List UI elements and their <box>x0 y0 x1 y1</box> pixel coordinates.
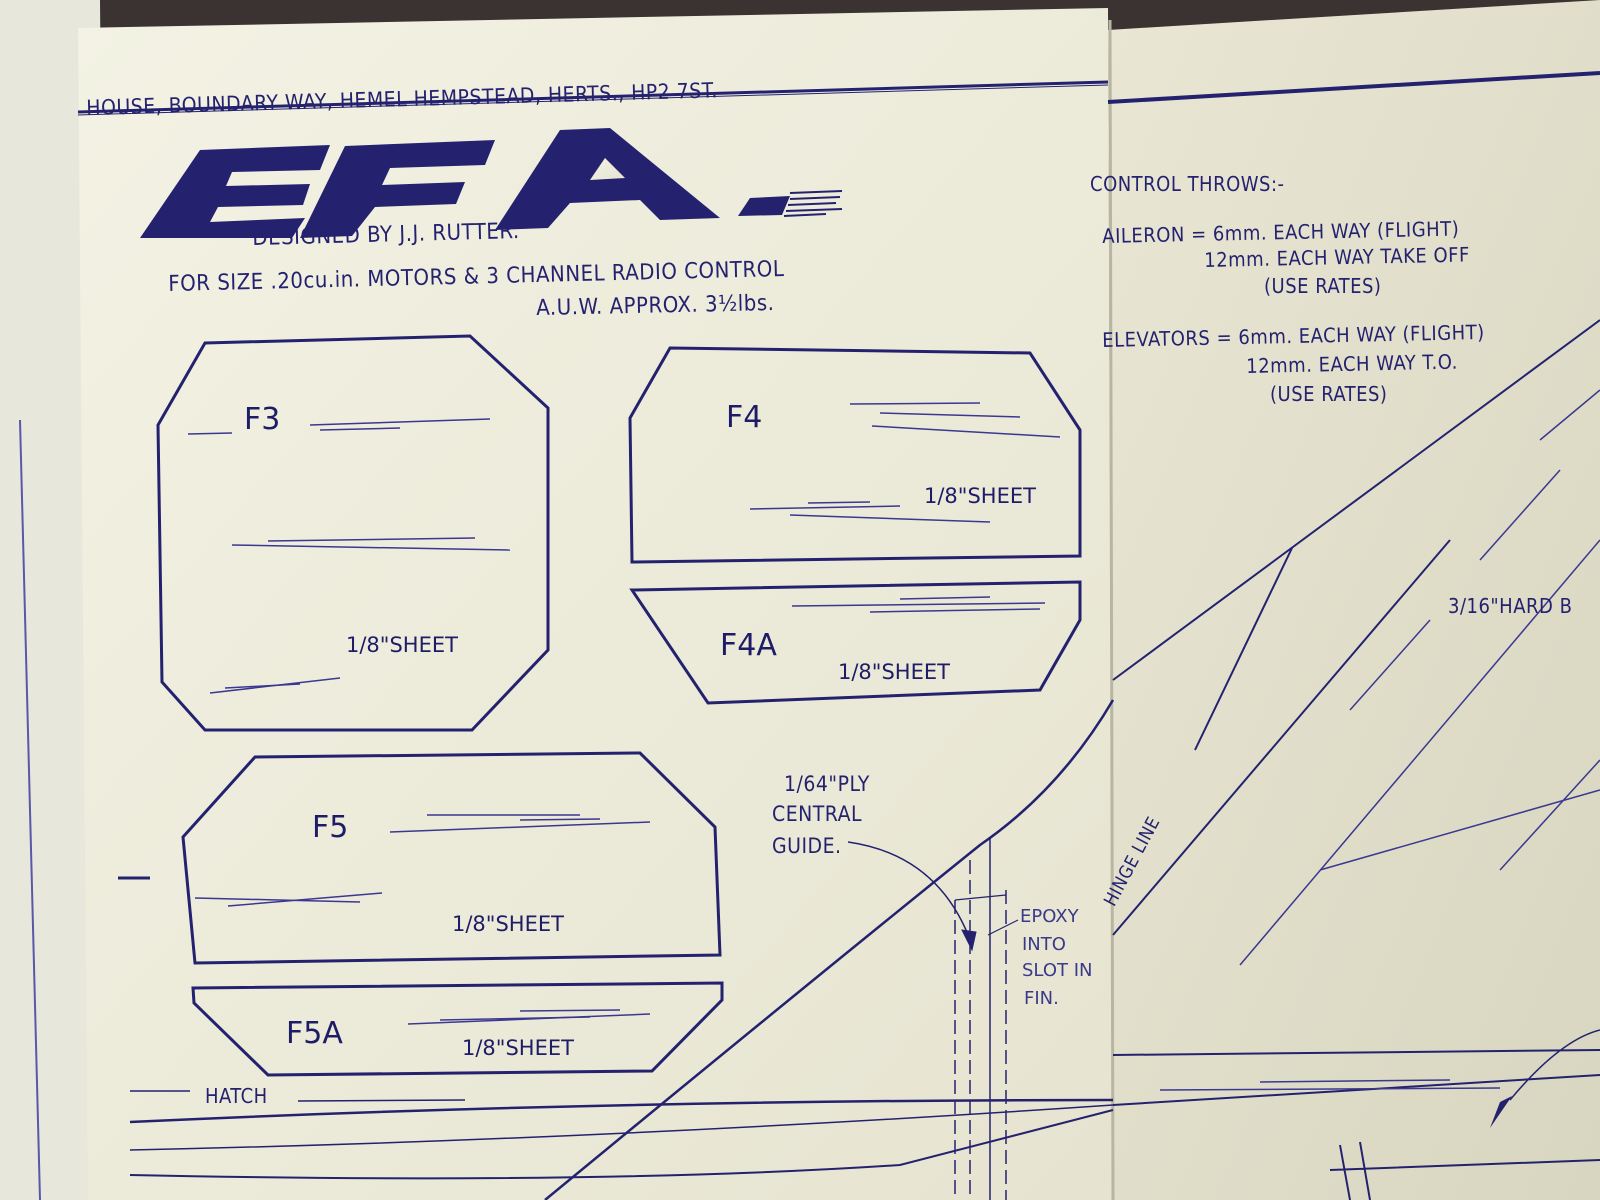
epoxy-note-3: SLOT IN <box>1022 960 1093 981</box>
epoxy-note-4: FIN. <box>1024 988 1059 1009</box>
part-F4-id: F4 <box>726 400 763 435</box>
elevator-line-3: (USE RATES) <box>1270 382 1388 406</box>
part-F3-id: F3 <box>244 402 281 437</box>
part-F5A-material: 1/8"SHEET <box>462 1036 574 1060</box>
elevator-line-2: 12mm. EACH WAY T.O. <box>1246 349 1459 378</box>
part-F4A-id: F4A <box>720 628 777 663</box>
guide-note-1: 1/64"PLY <box>784 772 870 796</box>
part-F3-material: 1/8"SHEET <box>346 633 458 657</box>
guide-note-2: CENTRAL <box>772 802 863 826</box>
part-F5-id: F5 <box>312 810 349 845</box>
control-throws-title: CONTROL THROWS:- <box>1090 172 1285 196</box>
spec-line-2: A.U.W. APPROX. 3½lbs. <box>536 291 775 321</box>
part-F4-material: 1/8"SHEET <box>924 484 1036 508</box>
epoxy-note-1: EPOXY <box>1020 906 1079 927</box>
part-F4-outline <box>628 346 1082 564</box>
part-F4A-material: 1/8"SHEET <box>838 660 950 684</box>
hatch-label: HATCH <box>205 1084 268 1108</box>
epoxy-note-2: INTO <box>1022 934 1066 955</box>
right-page <box>1108 0 1600 1200</box>
part-F5A-outline <box>191 981 724 1077</box>
part-F5-material: 1/8"SHEET <box>452 912 564 936</box>
hard-balsa-label: 3/16"HARD B <box>1448 594 1573 618</box>
part-F3-outline <box>156 334 550 732</box>
part-F4A-outline <box>629 580 1082 705</box>
guide-note-3: GUIDE. <box>772 834 842 858</box>
part-F5-outline <box>181 751 722 965</box>
part-F5A-id: F5A <box>286 1016 343 1051</box>
aileron-line-3: (USE RATES) <box>1264 274 1382 298</box>
